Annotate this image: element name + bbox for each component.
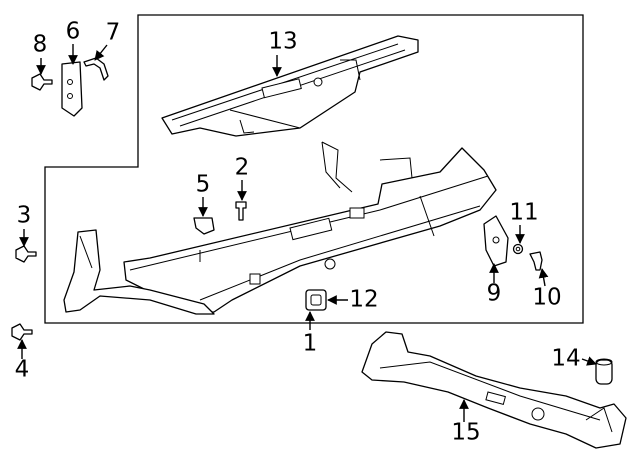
bumper-group-frame	[44, 14, 584, 324]
callout-8: 8	[33, 32, 48, 58]
clip-part-7[interactable]	[83, 57, 109, 81]
bracket-part-6[interactable]	[61, 61, 83, 117]
callout-12: 12	[349, 287, 378, 313]
callout-7: 7	[106, 20, 121, 46]
callout-4: 4	[15, 357, 30, 383]
callout-6: 6	[66, 19, 81, 45]
bolt-part-4[interactable]	[11, 323, 33, 341]
bolt-part-10[interactable]	[529, 251, 543, 271]
leader-lines	[17, 44, 597, 422]
callout-14: 14	[551, 346, 580, 372]
bracket-part-9[interactable]	[483, 215, 509, 267]
callout-1: 1	[303, 331, 318, 357]
callout-11: 11	[509, 200, 538, 226]
bolt-part-3[interactable]	[15, 245, 37, 263]
plug-part[interactable]	[595, 358, 613, 385]
bumper-part[interactable]	[123, 141, 497, 313]
bolt-part-8[interactable]	[31, 73, 53, 91]
callout-2: 2	[235, 155, 250, 181]
hitch-part[interactable]	[361, 331, 627, 449]
callout-13: 13	[268, 29, 297, 55]
cover-part[interactable]	[305, 289, 327, 311]
callout-10: 10	[532, 285, 561, 311]
callout-3: 3	[17, 203, 32, 229]
washer-part[interactable]	[512, 243, 524, 255]
callout-5: 5	[196, 172, 211, 198]
callout-15: 15	[451, 420, 480, 446]
tow-loop	[63, 229, 215, 315]
bolt-part-2[interactable]	[235, 201, 247, 221]
callout-9: 9	[487, 281, 502, 307]
step-pad-part[interactable]	[161, 35, 419, 137]
clip-part-5[interactable]	[193, 217, 215, 235]
